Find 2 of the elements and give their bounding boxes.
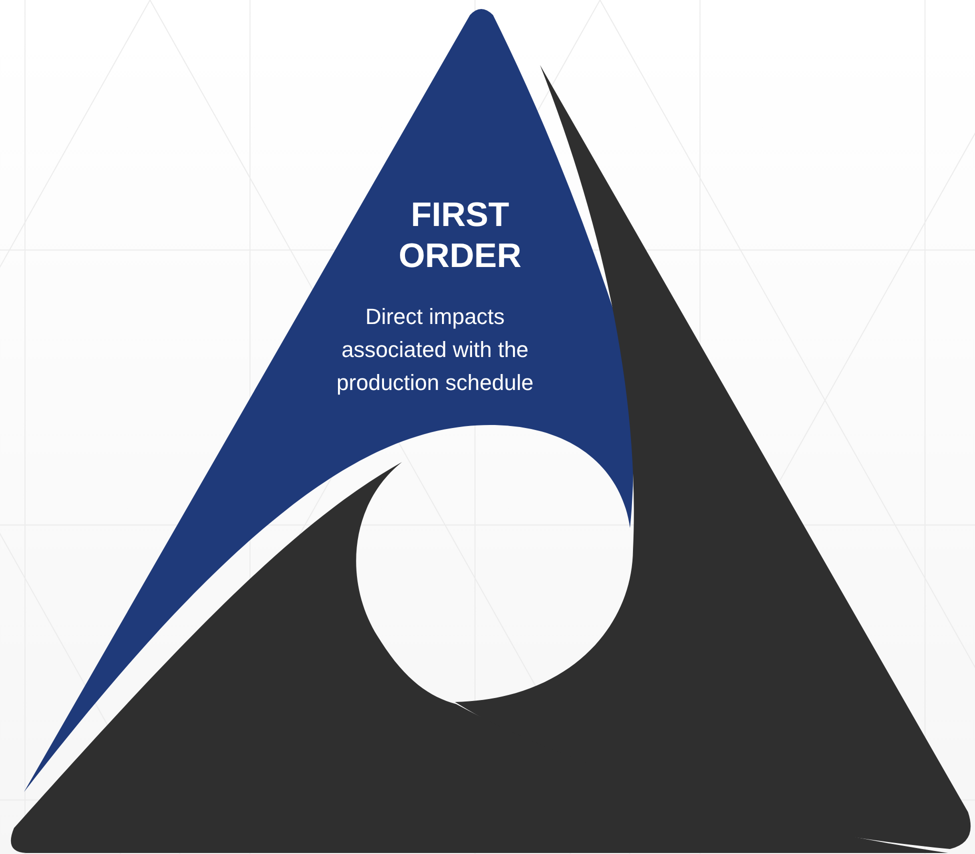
segment-description: Direct impacts associated with the production schedule (336, 303, 534, 397)
segment-heading: FIRST ORDER (398, 195, 522, 277)
